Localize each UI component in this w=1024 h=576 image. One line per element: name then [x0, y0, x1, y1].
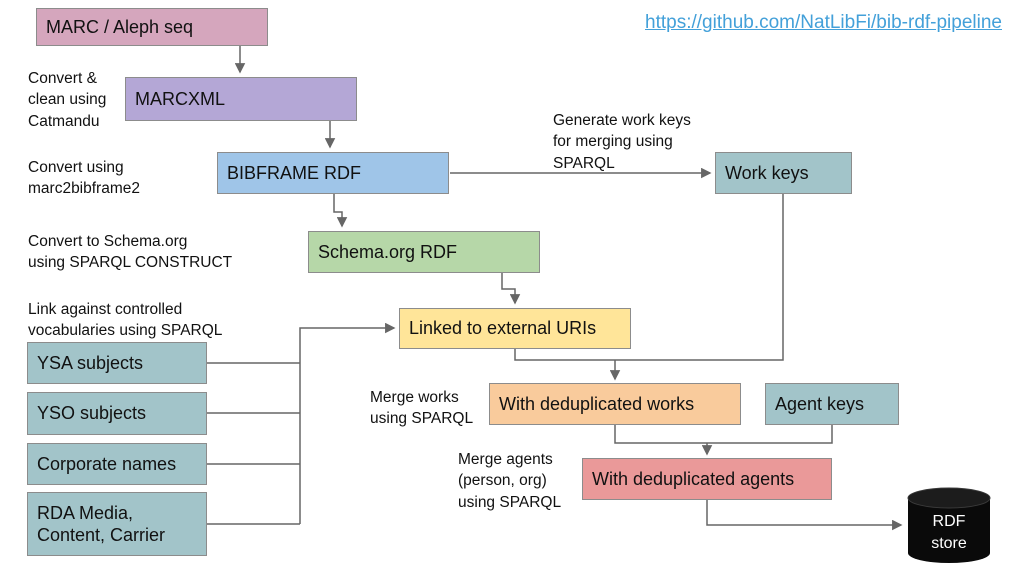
- edge-workkeys-linked-junction: [514, 194, 784, 361]
- node-label: YSA subjects: [37, 352, 144, 373]
- node-bibframe-rdf: BIBFRAME RDF: [217, 152, 449, 194]
- node-ysa-subjects: YSA subjects: [27, 342, 207, 384]
- node-label: RDA Media, Content, Carrier: [37, 502, 166, 546]
- edge-works-agentkeys-junction: [614, 425, 833, 444]
- edge-dedupagents-to-rdfstore: [706, 500, 903, 531]
- node-schema-org-rdf: Schema.org RDF: [308, 231, 540, 273]
- node-label: With deduplicated agents: [592, 468, 795, 489]
- annotation-merge-agents: Merge agents (person, org) using SPARQL: [458, 451, 562, 511]
- node-label: BIBFRAME RDF: [227, 162, 362, 183]
- annotation-link-vocabularies: Link against controlled vocabularies usi…: [28, 301, 223, 340]
- node-agent-keys: Agent keys: [765, 383, 899, 425]
- node-deduplicated-agents: With deduplicated agents: [582, 458, 832, 500]
- annotation-merge-works: Merge works using SPARQL: [370, 389, 474, 428]
- edge-schemaorg-to-linked: [501, 273, 521, 305]
- node-label: Linked to external URIs: [409, 318, 597, 339]
- database-cylinder-icon: [907, 487, 991, 563]
- annotation-marc2bibframe2: Convert using marc2bibframe2: [28, 159, 140, 198]
- edge-bibframe-to-schemaorg: [333, 194, 348, 228]
- node-marc-aleph-seq: MARC / Aleph seq: [36, 8, 268, 46]
- node-work-keys: Work keys: [715, 152, 852, 194]
- node-yso-subjects: YSO subjects: [27, 392, 207, 435]
- annotation-schema-org-convert: Convert to Schema.org using SPARQL CONST…: [28, 233, 233, 272]
- node-marcxml: MARCXML: [125, 77, 357, 121]
- node-label: Schema.org RDF: [318, 241, 458, 262]
- annotation-catmandu: Convert & clean using Catmandu: [28, 70, 107, 130]
- node-label: YSO subjects: [37, 403, 147, 424]
- node-corporate-names: Corporate names: [27, 443, 207, 485]
- node-linked-external-uris: Linked to external URIs: [399, 308, 631, 349]
- node-label: RDF store: [931, 513, 967, 552]
- node-deduplicated-works: With deduplicated works: [489, 383, 741, 425]
- node-label: Work keys: [725, 162, 809, 183]
- node-rdf-store: RDF store: [907, 487, 991, 565]
- node-label: Agent keys: [775, 393, 865, 414]
- edge-vocab-spine-to-linked: [299, 322, 396, 524]
- node-label: MARCXML: [135, 88, 226, 109]
- node-label: MARC / Aleph seq: [46, 16, 194, 37]
- node-rda-media-content-carrier: RDA Media, Content, Carrier: [27, 492, 207, 556]
- repo-link[interactable]: https://github.com/NatLibFi/bib-rdf-pipe…: [645, 12, 1002, 33]
- annotation-generate-work-keys: Generate work keys for merging using SPA…: [553, 112, 691, 172]
- node-label: Corporate names: [37, 453, 177, 474]
- node-label: With deduplicated works: [499, 393, 695, 414]
